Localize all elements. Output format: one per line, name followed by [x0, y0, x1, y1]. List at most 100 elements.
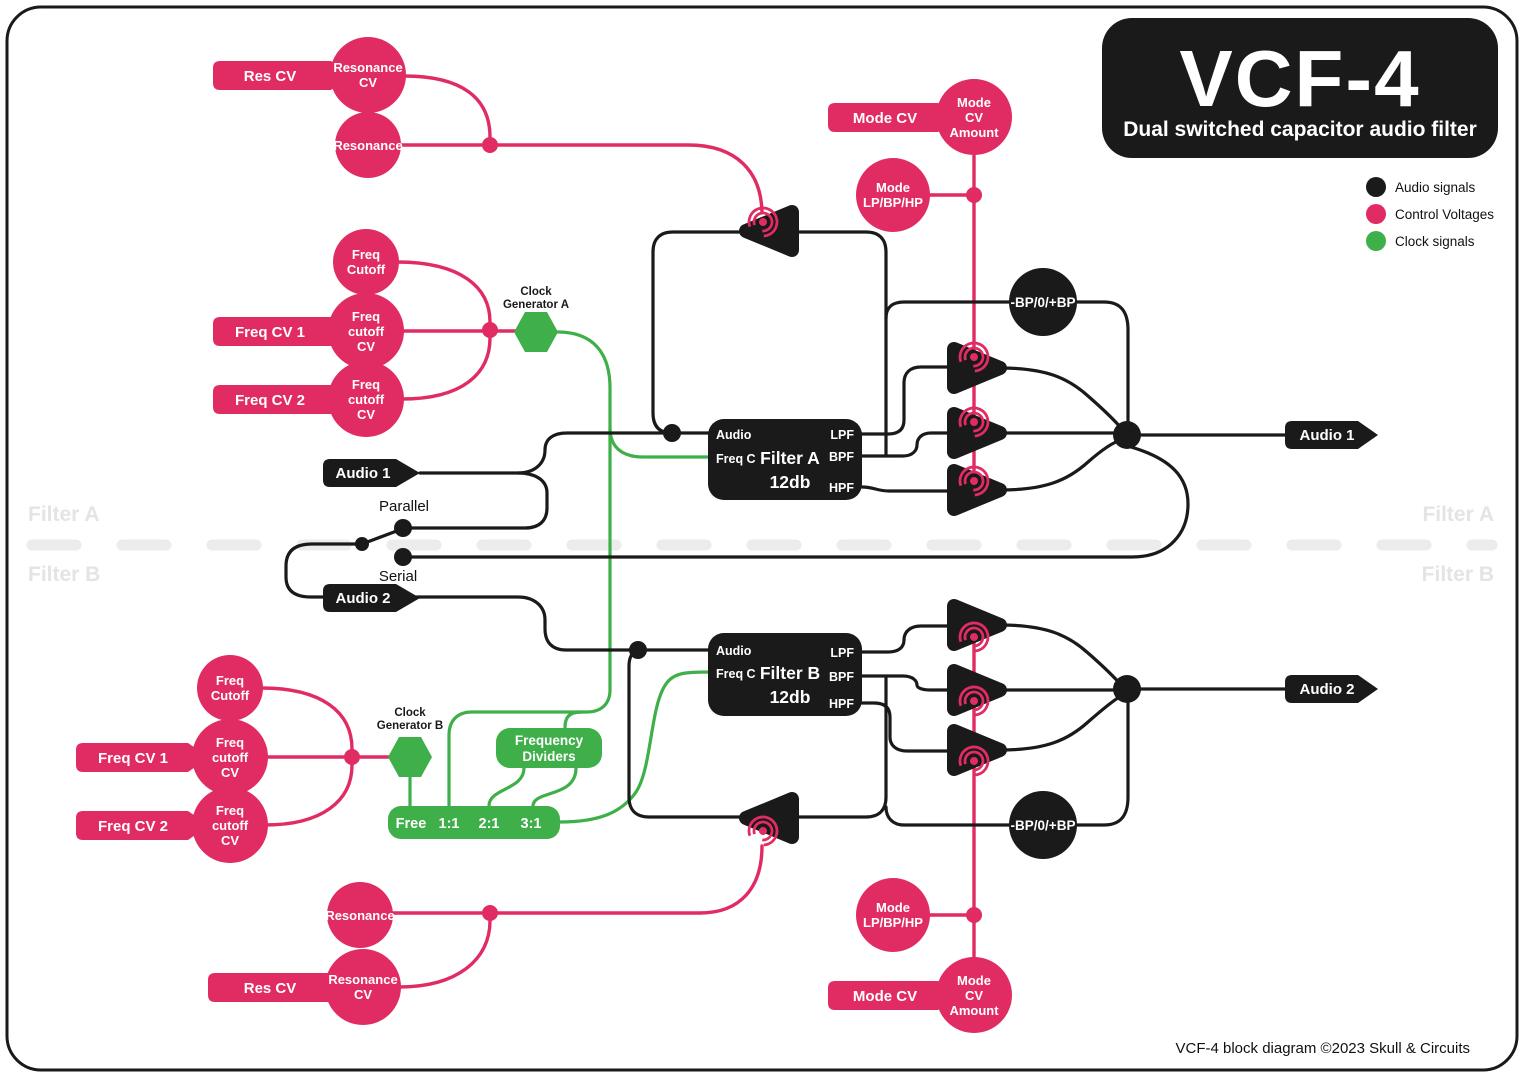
freq-cv2-b-tag	[76, 811, 209, 840]
ratio-option-2-1: 2:1	[479, 816, 500, 832]
res-cv-b-label: Res CV	[244, 980, 297, 997]
freq-cv2-a-tag	[213, 385, 352, 414]
clock-generator-a-label-1: Clock	[520, 286, 552, 298]
mode-cv-b-tag	[828, 981, 959, 1010]
mode-lp-bp-hp-b-knob	[856, 878, 930, 952]
clock-signal-swatch	[1366, 231, 1386, 251]
product-subtitle: Dual switched capacitor audio filter	[1123, 118, 1477, 141]
filter-a-audio-in-label: Audio	[716, 428, 752, 442]
audio-signal-swatch	[1366, 177, 1386, 197]
freq-cutoff-b-knob	[197, 655, 263, 721]
clock-generator-a-label-2: Generator A	[503, 299, 569, 311]
clock-generator-b: Clock Generator B	[377, 707, 443, 777]
gain-knob-icons	[747, 206, 990, 847]
audio2-out-tag	[1285, 675, 1378, 703]
filter-b-name: Filter B	[760, 663, 820, 683]
gain-knob-icon	[747, 815, 779, 847]
freq-cutoff-cv2-a-knob	[328, 361, 404, 437]
serial-contact-dot	[394, 548, 412, 566]
audio2-in-tag	[323, 584, 420, 612]
frequency-dividers-box: Frequency Dividers	[496, 728, 602, 768]
clock-ratio-bar: Free 1:1 2:1 3:1	[388, 806, 560, 839]
feedback-amp-a-icon	[739, 205, 799, 257]
product-title: VCF-4	[1179, 34, 1420, 123]
watermark-filter-b-left: Filter B	[28, 563, 100, 586]
freq-cv1-b-label: Freq CV 1	[98, 750, 168, 767]
bp-polarizer-a: -BP/0/+BP	[1009, 268, 1077, 336]
freq-cv1-a-tag	[213, 317, 352, 346]
switch-pole-dot	[355, 537, 369, 551]
filter-b-freqc-in-label: Freq C	[716, 667, 756, 681]
filter-b-box: Audio Freq C Filter B 12db LPF BPF HPF	[708, 633, 862, 716]
audio2-out-label: Audio 2	[1300, 681, 1355, 698]
parallel-contact-dot	[394, 519, 412, 537]
mode-cv-amount-a-knob	[936, 79, 1012, 155]
resonance-b-knob	[327, 882, 393, 948]
clock-generator-a-icon	[514, 312, 558, 352]
freq-cv2-b-label: Freq CV 2	[98, 818, 168, 835]
junction-dots	[344, 137, 1141, 923]
filter-a-bpf-label: BPF	[829, 450, 854, 464]
res-cv-a-label: Res CV	[244, 68, 297, 85]
mode-cv-a-label: Mode CV	[853, 110, 917, 127]
mode-lp-bp-hp-a-knob	[856, 158, 930, 232]
freq-cutoff-a-knob	[333, 229, 399, 295]
filter-b-hpf-label: HPF	[829, 697, 854, 711]
legend-clock-label: Clock signals	[1395, 234, 1475, 249]
freq-cutoff-cv1-b-knob	[192, 719, 268, 795]
filter-b-slope: 12db	[770, 687, 811, 707]
legend-cv-label: Control Voltages	[1395, 207, 1494, 222]
parallel-label: Parallel	[379, 498, 429, 515]
clock-generator-a: Clock Generator A	[503, 286, 569, 352]
audio-io-tags: Audio 1 Audio 2 Audio 1 Audio 2	[323, 421, 1378, 703]
watermark-filter-a-left: Filter A	[28, 503, 100, 526]
audio-wires	[284, 230, 1292, 827]
filter-section-divider: Filter A Filter B Filter A Filter B	[26, 503, 1498, 586]
mode-cv-amount-b-knob	[936, 957, 1012, 1033]
freq-cv1-a-label: Freq CV 1	[235, 324, 305, 341]
frequency-dividers-label-2: Dividers	[522, 749, 575, 764]
freq-cv2-a-label: Freq CV 2	[235, 392, 305, 409]
freq-cutoff-cv2-b-knob	[192, 787, 268, 863]
clock-generator-b-label-2: Generator B	[377, 720, 443, 732]
audio1-in-label: Audio 1	[336, 465, 391, 482]
watermark-filter-a-right: Filter A	[1422, 503, 1494, 526]
filter-a-name: Filter A	[760, 448, 820, 468]
filter-b-bpf-label: BPF	[829, 670, 854, 684]
filter-a-freqc-in-label: Freq C	[716, 452, 756, 466]
mode-cv-b-label: Mode CV	[853, 988, 917, 1005]
frequency-dividers-label-1: Frequency	[515, 733, 584, 748]
audio1-out-tag	[1285, 421, 1378, 449]
gain-knob-icon	[958, 745, 990, 777]
audio1-out-label: Audio 1	[1300, 427, 1355, 444]
freq-cv1-b-tag	[76, 743, 209, 772]
ratio-option-free: Free	[396, 816, 427, 832]
clock-wires	[408, 330, 712, 824]
freq-cutoff-cv1-a-knob	[328, 293, 404, 369]
legend: Audio signals Control Voltages Clock sig…	[1366, 177, 1494, 251]
page-border	[5, 5, 1519, 1072]
bp-polarizer-b-label: -BP/0/+BP	[1011, 818, 1076, 833]
filter-a-box: Audio Freq C Filter A 12db LPF BPF HPF	[708, 419, 862, 500]
legend-audio-label: Audio signals	[1395, 180, 1476, 195]
clock-generator-b-icon	[388, 737, 432, 777]
svg-text:Resonance: Resonance	[333, 138, 402, 153]
serial-label: Serial	[379, 568, 417, 585]
filter-b-audio-in-label: Audio	[716, 644, 752, 658]
filter-a-slope: 12db	[770, 472, 811, 492]
resonance-cv-a-knob	[330, 37, 406, 113]
footer-credit: VCF-4 block diagram ©2023 Skull & Circui…	[1176, 1040, 1471, 1057]
parallel-serial-switch: Parallel Serial	[355, 498, 429, 585]
